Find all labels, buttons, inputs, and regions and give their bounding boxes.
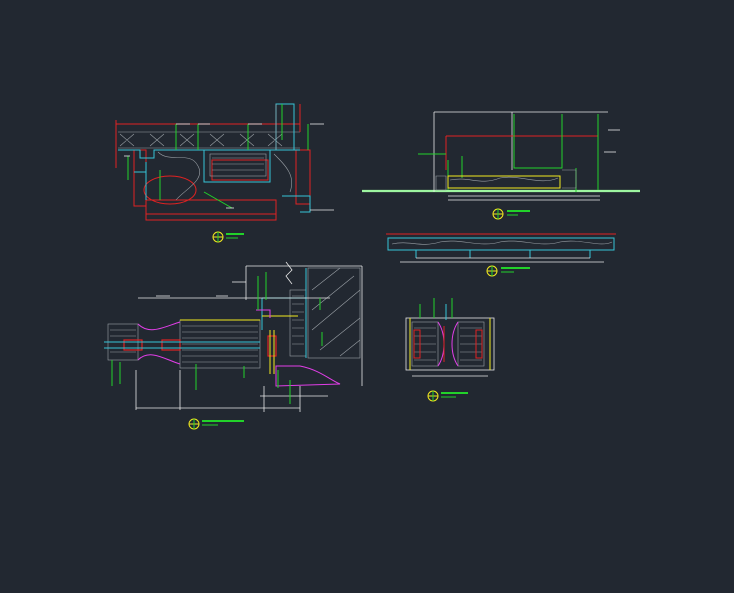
detail-4-title <box>188 418 244 430</box>
detail-1-title <box>212 231 244 243</box>
detail-2-title <box>492 208 530 220</box>
detail-4-drawing <box>104 261 363 412</box>
detail-3-title <box>486 265 530 277</box>
detail-1-drawing <box>115 103 334 221</box>
detail-2-drawing <box>362 111 640 201</box>
detail-5-drawing <box>405 298 495 377</box>
detail-3-drawing <box>386 233 616 263</box>
detail-5-title <box>427 390 468 402</box>
